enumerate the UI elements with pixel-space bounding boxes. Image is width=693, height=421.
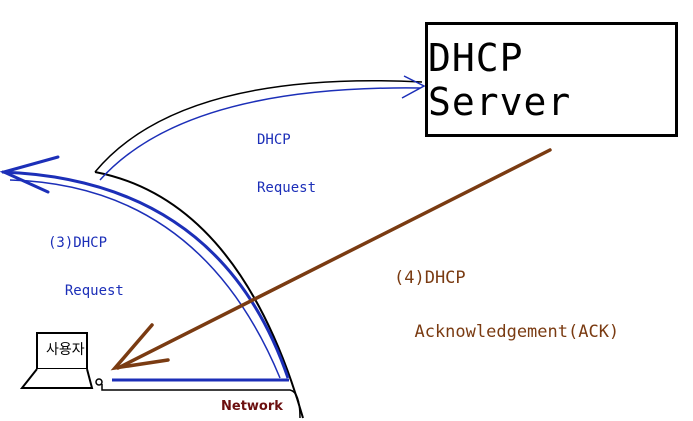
ack-label-line1: (4)DHCP — [394, 268, 466, 288]
ack-label-line2: Acknowledgement(ACK) — [394, 322, 620, 342]
request-curve-outer — [94, 79, 423, 173]
request-label-top-line1: DHCP — [257, 132, 291, 148]
network-baseline — [101, 384, 301, 419]
network-port-icon — [95, 378, 103, 386]
request-arrowhead-left — [0, 155, 60, 194]
request-path-arc-inner — [9, 179, 281, 379]
network-arc — [94, 171, 304, 419]
dhcp-server-box: DHCP Server — [425, 22, 678, 137]
request-path-arc — [1, 170, 290, 379]
network-label: Network — [221, 399, 283, 414]
request-label-left-line2: Request — [48, 283, 124, 299]
ack-label: (4)DHCP Acknowledgement(ACK) — [394, 233, 619, 377]
ack-arrowhead — [110, 323, 170, 371]
request-label-top-line2: Request — [257, 180, 317, 196]
user-label: 사용자 — [46, 342, 85, 358]
request-arrowhead-server — [401, 75, 426, 99]
request-label-top: DHCP Request — [257, 100, 316, 228]
laptop-icon — [19, 332, 94, 389]
request-label-left: (3)DHCP Request — [48, 203, 124, 331]
request-curve-inner — [99, 87, 421, 181]
request-label-left-line1: (3)DHCP — [48, 235, 108, 251]
dhcp-server-label: DHCP Server — [428, 35, 572, 124]
ack-line — [116, 148, 552, 370]
